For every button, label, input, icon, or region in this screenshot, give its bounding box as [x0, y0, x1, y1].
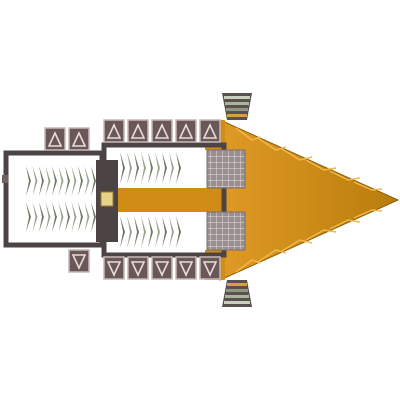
arrow-up-icon	[130, 123, 146, 139]
rear-frame	[2, 150, 105, 248]
fin-blade	[120, 216, 125, 248]
fin-blade	[155, 216, 160, 248]
fin-blade	[26, 202, 31, 232]
bottom-thruster-module	[103, 256, 125, 280]
fin-banks	[26, 152, 181, 248]
nose-cone	[219, 119, 400, 281]
bottom-vent	[222, 280, 252, 307]
thruster-modules	[44, 119, 221, 280]
arrow-up-icon	[106, 123, 122, 139]
fin-blade	[148, 152, 153, 184]
rear-fin-bank-top	[26, 166, 96, 196]
arrow-down-icon	[202, 261, 218, 277]
fin-blade	[26, 166, 31, 196]
top-thruster-module	[175, 119, 197, 143]
top-vent	[222, 93, 252, 120]
top-thruster-module	[103, 119, 125, 143]
fin-blade	[91, 166, 96, 196]
fin-blade	[58, 166, 64, 196]
arrow-down-icon	[154, 261, 170, 277]
top-thruster-module	[151, 119, 173, 143]
fin-blade	[148, 216, 153, 248]
fin-blade	[52, 166, 57, 196]
arrow-up-icon	[71, 131, 87, 147]
fin-blade	[84, 202, 90, 232]
fin-blade	[84, 166, 90, 196]
radiator-panel-top	[206, 149, 246, 189]
fin-blade	[127, 152, 132, 184]
arrow-up-icon	[47, 131, 63, 147]
arrow-down-icon	[130, 261, 146, 277]
fin-blade	[155, 152, 160, 184]
fin-blade	[45, 202, 51, 232]
arrow-down-icon	[71, 254, 87, 270]
nose-stripes	[235, 127, 383, 273]
fin-blade	[176, 216, 181, 248]
fin-blade	[162, 216, 167, 248]
fin-blade	[32, 166, 38, 196]
fin-blade	[39, 202, 44, 232]
fin-blade	[176, 152, 181, 184]
mid-fin-bank-top	[120, 152, 181, 184]
mid-fin-bank-bottom	[120, 216, 181, 248]
arrow-up-icon	[202, 123, 218, 139]
fin-blade	[141, 216, 146, 248]
top-thruster-module	[199, 119, 221, 143]
fin-blade	[141, 152, 146, 184]
fin-blade	[162, 152, 167, 184]
bottom-thruster-module	[151, 256, 173, 280]
bottom-thruster-module	[127, 256, 149, 280]
fin-blade	[45, 166, 51, 196]
fin-blade	[134, 152, 139, 184]
core-node	[100, 191, 114, 207]
top-thruster-module	[127, 119, 149, 143]
fin-blade	[169, 216, 174, 248]
fin-blade	[78, 202, 83, 232]
fin-blade	[127, 216, 132, 248]
fin-blade	[58, 202, 64, 232]
rear-fin-bank-bottom	[26, 202, 96, 232]
fin-blade	[32, 202, 38, 232]
arrow-down-icon	[106, 261, 122, 277]
fin-blade	[120, 152, 125, 184]
arrow-up-icon	[178, 123, 194, 139]
fin-blade	[91, 202, 96, 232]
fin-blade	[52, 202, 57, 232]
fin-blade	[39, 166, 44, 196]
fin-blade	[71, 202, 77, 232]
fin-blade	[65, 202, 70, 232]
fin-blade	[65, 166, 70, 196]
bottom-thruster-module	[199, 256, 221, 280]
fin-blade	[71, 166, 77, 196]
fin-blade	[134, 216, 139, 248]
top-thruster-module	[68, 127, 90, 151]
bottom-thruster-module	[175, 256, 197, 280]
arrow-down-icon	[178, 261, 194, 277]
bottom-thruster-module	[68, 249, 90, 273]
top-thruster-module	[44, 127, 66, 151]
arrow-up-icon	[154, 123, 170, 139]
fin-blade	[78, 166, 83, 196]
fin-blade	[169, 152, 174, 184]
radiator-panel-bottom	[206, 211, 246, 251]
